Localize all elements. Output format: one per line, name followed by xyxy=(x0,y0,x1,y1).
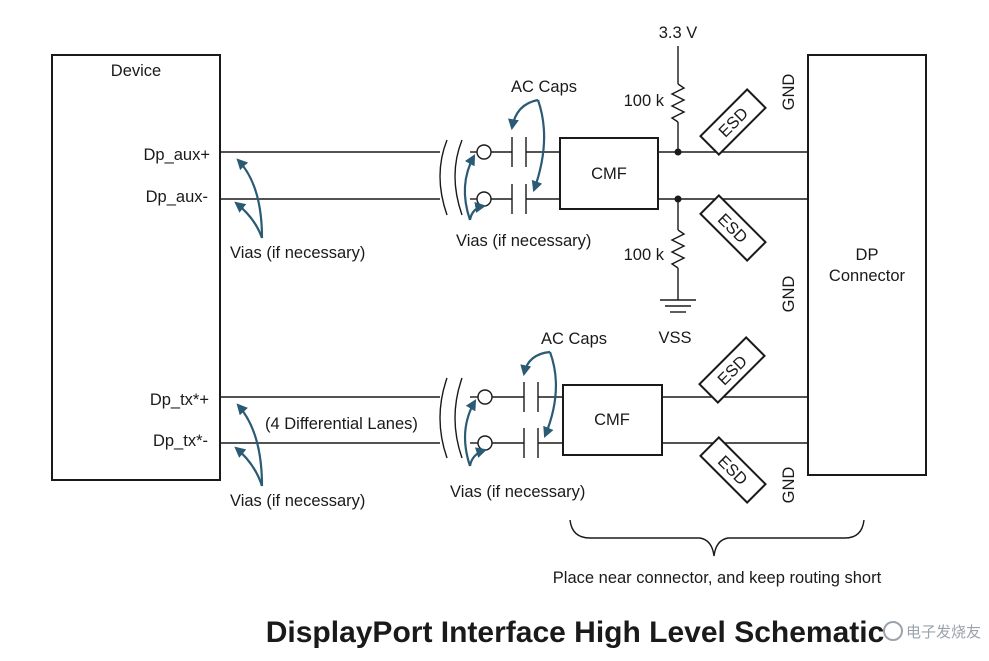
aux-minus-ac-cap xyxy=(511,184,527,214)
vias-mid-top-label: Vias (if necessary) xyxy=(456,232,591,250)
gnd-label-3: GND xyxy=(780,467,798,504)
cmf-block-tx xyxy=(562,384,663,456)
dp-aux-minus-label: Dp_aux- xyxy=(146,188,208,206)
esd-device-2: ESD xyxy=(699,194,767,262)
ac-caps-top-label: AC Caps xyxy=(511,78,577,96)
aux-break-symbol xyxy=(439,139,463,216)
four-lanes-label: (4 Differential Lanes) xyxy=(265,415,418,433)
dp-aux-plus-label: Dp_aux+ xyxy=(143,146,210,164)
dp-tx-plus-label: Dp_tx*+ xyxy=(150,391,209,409)
cmf-tx-label: CMF xyxy=(594,411,630,429)
tx-break-symbol xyxy=(439,377,463,459)
cmf-block-aux xyxy=(559,137,659,210)
diagram-title: DisplayPort Interface High Level Schemat… xyxy=(266,616,885,649)
gnd-label-2: GND xyxy=(780,276,798,313)
pulldown-resistor-value: 100 k xyxy=(624,246,665,264)
ac-caps-bottom-arrow-b xyxy=(543,351,558,439)
dp-connector-block xyxy=(807,54,927,476)
dp-tx-minus-label: Dp_tx*- xyxy=(153,432,208,450)
pulldown-resistor xyxy=(670,199,686,300)
pullup-resistor xyxy=(670,46,686,152)
vias-mid-top-arrow-b xyxy=(468,202,487,221)
aux-minus-via xyxy=(476,191,492,207)
pullup-junction-dot xyxy=(674,148,682,156)
esd-device-1: ESD xyxy=(699,88,767,156)
gnd-label-1: GND xyxy=(780,74,798,111)
dp-connector-label-line2: Connector xyxy=(829,267,906,285)
vias-mid-bottom-label: Vias (if necessary) xyxy=(450,483,585,501)
ac-caps-top-arrow-a xyxy=(508,98,539,131)
placement-note: Place near connector, and keep routing s… xyxy=(553,569,882,587)
watermark-text: 电子发烧友 xyxy=(906,624,981,641)
v33-label: 3.3 V xyxy=(659,24,698,42)
vias-left-bottom-arrow-b xyxy=(234,446,264,487)
tx-plus-ac-cap xyxy=(523,382,539,412)
watermark-logo: 电子发烧友 xyxy=(883,621,981,641)
vss-label: VSS xyxy=(658,329,691,347)
vias-left-bottom-arrow-a xyxy=(236,403,264,487)
esd-device-4: ESD xyxy=(699,436,767,504)
tx-minus-via xyxy=(477,435,493,451)
vias-mid-bottom-arrow-a xyxy=(463,399,477,467)
device-label: Device xyxy=(111,62,161,80)
ac-caps-bottom-label: AC Caps xyxy=(541,330,607,348)
dp-connector-label-line1: DP xyxy=(856,246,879,264)
vias-left-top-arrow-a xyxy=(236,158,264,239)
ac-caps-bottom-arrow-a xyxy=(520,350,551,377)
vias-left-top-arrow-b xyxy=(234,201,264,239)
vias-mid-top-arrow-a xyxy=(463,154,476,221)
aux-plus-via xyxy=(476,144,492,160)
ac-caps-top-arrow-b xyxy=(531,99,546,193)
placement-brace xyxy=(569,519,865,557)
device-block xyxy=(51,54,221,481)
tx-minus-ac-cap xyxy=(523,428,539,458)
tx-plus-via xyxy=(477,389,493,405)
vias-left-top-label: Vias (if necessary) xyxy=(230,244,365,262)
esd-device-3: ESD xyxy=(698,336,766,404)
aux-plus-ac-cap xyxy=(511,137,527,167)
vss-ground-symbol xyxy=(660,299,696,313)
vias-left-bottom-label: Vias (if necessary) xyxy=(230,492,365,510)
pullup-resistor-value: 100 k xyxy=(624,92,665,110)
vias-mid-bottom-arrow-b xyxy=(468,447,488,467)
cmf-aux-label: CMF xyxy=(591,165,627,183)
